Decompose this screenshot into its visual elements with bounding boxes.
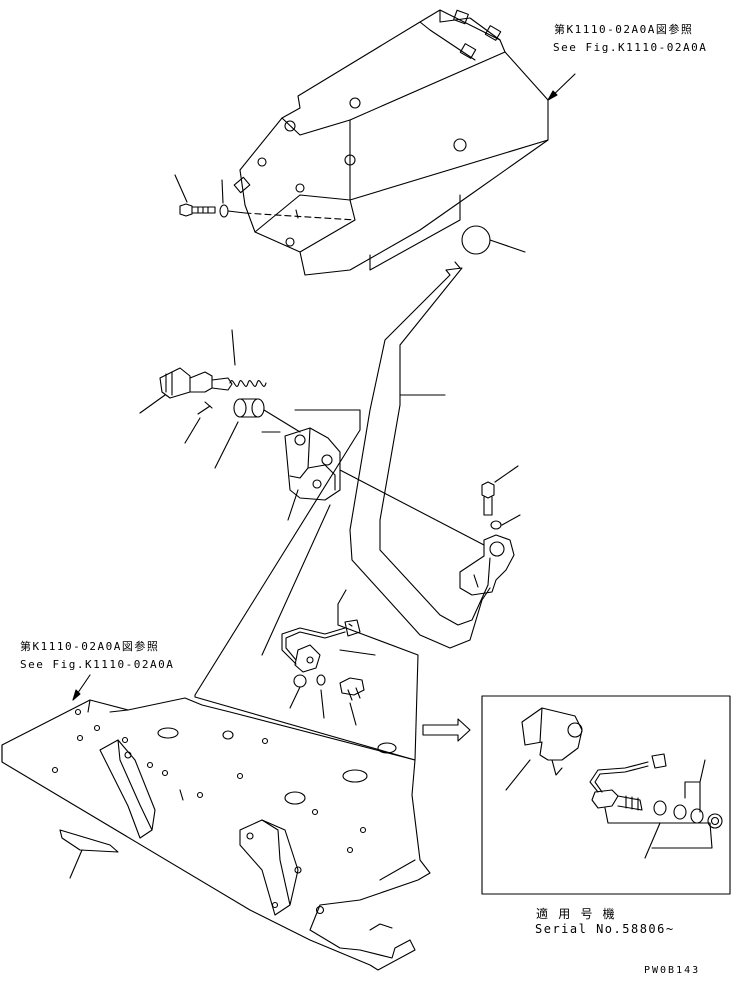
switch-knob-assembly (139, 367, 233, 414)
sleeve (214, 398, 301, 469)
detail-harness (589, 753, 667, 824)
small-plate-part (59, 829, 119, 879)
drawing-code: PW0B143 (644, 965, 701, 976)
detail-bracket (505, 707, 583, 791)
detail-arrow-icon (422, 718, 471, 742)
left-reference-jp: 第K1110-02A0A図参照 (20, 640, 160, 653)
serial-label-en: Serial No.58806~ (535, 922, 675, 936)
reference-arrow-left (72, 674, 91, 701)
reference-arrow-top (547, 73, 576, 101)
lever-bracket (459, 534, 515, 596)
detail-rings (644, 759, 723, 859)
console-outline (194, 409, 419, 761)
lever-rod (349, 261, 491, 649)
spring (229, 329, 267, 387)
floor-plate (1, 697, 431, 971)
top-reference-jp: 第K1110-02A0A図参照 (554, 23, 694, 36)
lever-knob (461, 225, 526, 255)
upper-console-box (233, 9, 549, 276)
detail-box (481, 695, 731, 895)
left-reference-en: See Fig.K1110-02A0A (20, 658, 175, 671)
center-bracket (284, 427, 341, 521)
bolt-top-left (174, 174, 246, 218)
switch-harness (261, 504, 376, 709)
top-reference-en: See Fig.K1110-02A0A (553, 41, 708, 54)
link-line (339, 469, 485, 546)
o-ring-small (316, 674, 326, 719)
pin (184, 401, 213, 444)
bolt-right (481, 465, 521, 530)
serial-label-jp: 適 用 号 機 (536, 907, 617, 921)
bolt-small (339, 677, 365, 726)
